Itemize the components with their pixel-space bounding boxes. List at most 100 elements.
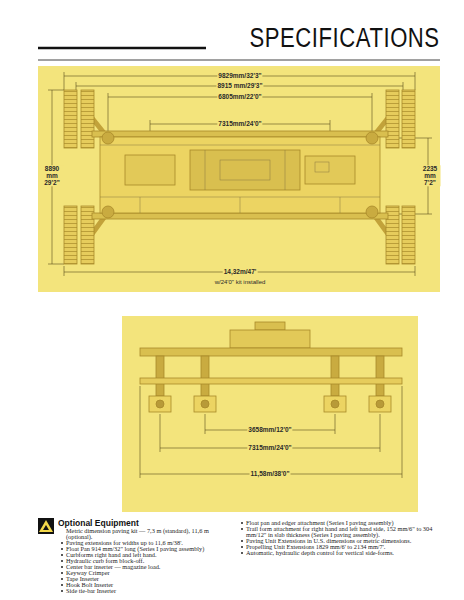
logo-icon	[38, 518, 54, 534]
dimension-label: 11,58m/38'0"	[250, 470, 291, 477]
track	[402, 206, 415, 264]
list-text: Propelling Unit Extensions 1829 mm/6' to…	[246, 543, 385, 550]
operator-deck	[305, 156, 355, 184]
list-text: Center bar inserter — magazine load.	[66, 563, 160, 570]
dimension-line	[64, 266, 65, 276]
track-wheel	[156, 400, 384, 408]
dimension-line	[372, 93, 373, 132]
dimension-label: 9829mm/32'3"	[217, 72, 262, 79]
equipment-list: Metric dimension paving kit — 7,3 m (sta…	[60, 528, 232, 594]
dimension-label: 7315mm/24'0"	[247, 444, 292, 451]
dimension-line	[48, 264, 64, 265]
leg-column	[201, 356, 209, 396]
bullet-dot	[61, 566, 63, 568]
leg-column	[331, 356, 339, 396]
dimension-label: 6805mm/22'0"	[217, 93, 262, 100]
paver-front-view	[140, 322, 402, 412]
track-front	[149, 396, 391, 412]
track-wheel	[156, 400, 164, 408]
track-wheel	[331, 400, 339, 408]
bullet-dot	[241, 528, 243, 530]
track-wheel	[201, 400, 209, 408]
dimension-line	[380, 414, 381, 452]
dimension-line	[140, 386, 141, 478]
leg-tower	[102, 206, 114, 218]
yellow-panel	[38, 66, 440, 292]
bullet-dot	[61, 578, 63, 580]
bullet-dot	[241, 546, 243, 548]
logo-icon	[38, 518, 54, 534]
dimension-label: 7315mm/24'0"	[217, 120, 262, 127]
track-front	[194, 396, 216, 412]
leg-column	[376, 356, 384, 396]
bullet-dot	[61, 542, 63, 544]
section-heading: Optional Equipment	[58, 518, 139, 528]
leg-column	[156, 356, 164, 396]
dimension-label: 3658mm/12'0"	[247, 426, 292, 433]
bullet-dot	[241, 522, 243, 524]
track	[386, 90, 399, 148]
dimension-line	[64, 72, 65, 90]
paver-top-view	[64, 90, 415, 264]
track	[402, 90, 415, 148]
dimension-line	[160, 414, 161, 452]
dimension-line	[335, 414, 336, 434]
page-title: SPECIFICATIONS	[250, 22, 440, 54]
engine-housing	[190, 150, 300, 190]
list-text: Hydraulic curb form block-off.	[66, 557, 144, 564]
dimension-line	[415, 72, 416, 90]
yellow-panel	[122, 316, 418, 512]
dimension-label: 8915 mm/29'3"	[216, 82, 263, 89]
dimension-label: w/24'0" kit installed	[214, 279, 267, 286]
track-front	[324, 396, 346, 412]
top-beam	[140, 348, 402, 356]
cross-beam	[92, 131, 388, 137]
dimension-label: 2235 mm 7'2"	[420, 165, 441, 186]
list-text: Automatic, hydraulic depth control for v…	[246, 549, 394, 556]
track	[64, 206, 77, 264]
dimension-line	[48, 90, 64, 91]
bullet-dot	[241, 540, 243, 542]
frame-detail	[220, 160, 270, 180]
list-text: Paving extensions for widths up to 11,6 …	[66, 539, 183, 546]
equipment-list: Float pan and edger attachment (Series I…	[240, 520, 440, 556]
center-body	[230, 330, 310, 348]
frame-detail	[285, 150, 286, 190]
dimension-label: 8890 mm 29'2"	[40, 165, 64, 186]
dimension-label: 14,32m/47'	[223, 268, 258, 275]
leg-column	[156, 356, 384, 396]
dimension-line	[140, 386, 402, 478]
frame-detail	[340, 197, 341, 213]
frame-detail	[240, 197, 241, 213]
swing-arm	[92, 118, 388, 234]
frame-detail	[100, 145, 380, 146]
list-item: Automatic, hydraulic depth control for v…	[240, 550, 440, 556]
list-text: Keyway Crimper	[66, 569, 110, 576]
track	[64, 90, 77, 148]
list-text: Paving Unit Extensions in U.S. dimension…	[246, 537, 411, 544]
dimension-line	[403, 82, 404, 90]
leg-tower	[102, 132, 378, 218]
list-text: Trail form attachment for right hand and…	[246, 525, 432, 538]
main-frame	[100, 137, 380, 213]
cross-beam	[92, 213, 388, 219]
track-front	[149, 396, 171, 412]
list-text: Curbforms right hand and left hand.	[66, 551, 157, 558]
paving-pan	[140, 378, 402, 384]
track-wheel	[376, 400, 384, 408]
frame-detail	[140, 197, 141, 213]
bullet-dot	[61, 584, 63, 586]
dimension-line	[205, 414, 206, 434]
list-text: Float pan and edger attachment (Series I…	[246, 519, 394, 526]
list-item: Side tie-bar Inserter	[60, 588, 232, 594]
dimension-line	[108, 93, 109, 132]
bullet-dot	[61, 590, 63, 592]
track	[81, 90, 94, 148]
dimension-line	[48, 72, 432, 276]
list-text: Side tie-bar Inserter	[66, 587, 116, 594]
bullet-dot	[61, 572, 63, 574]
logo-icon	[43, 525, 49, 530]
bullet-dot	[241, 552, 243, 554]
